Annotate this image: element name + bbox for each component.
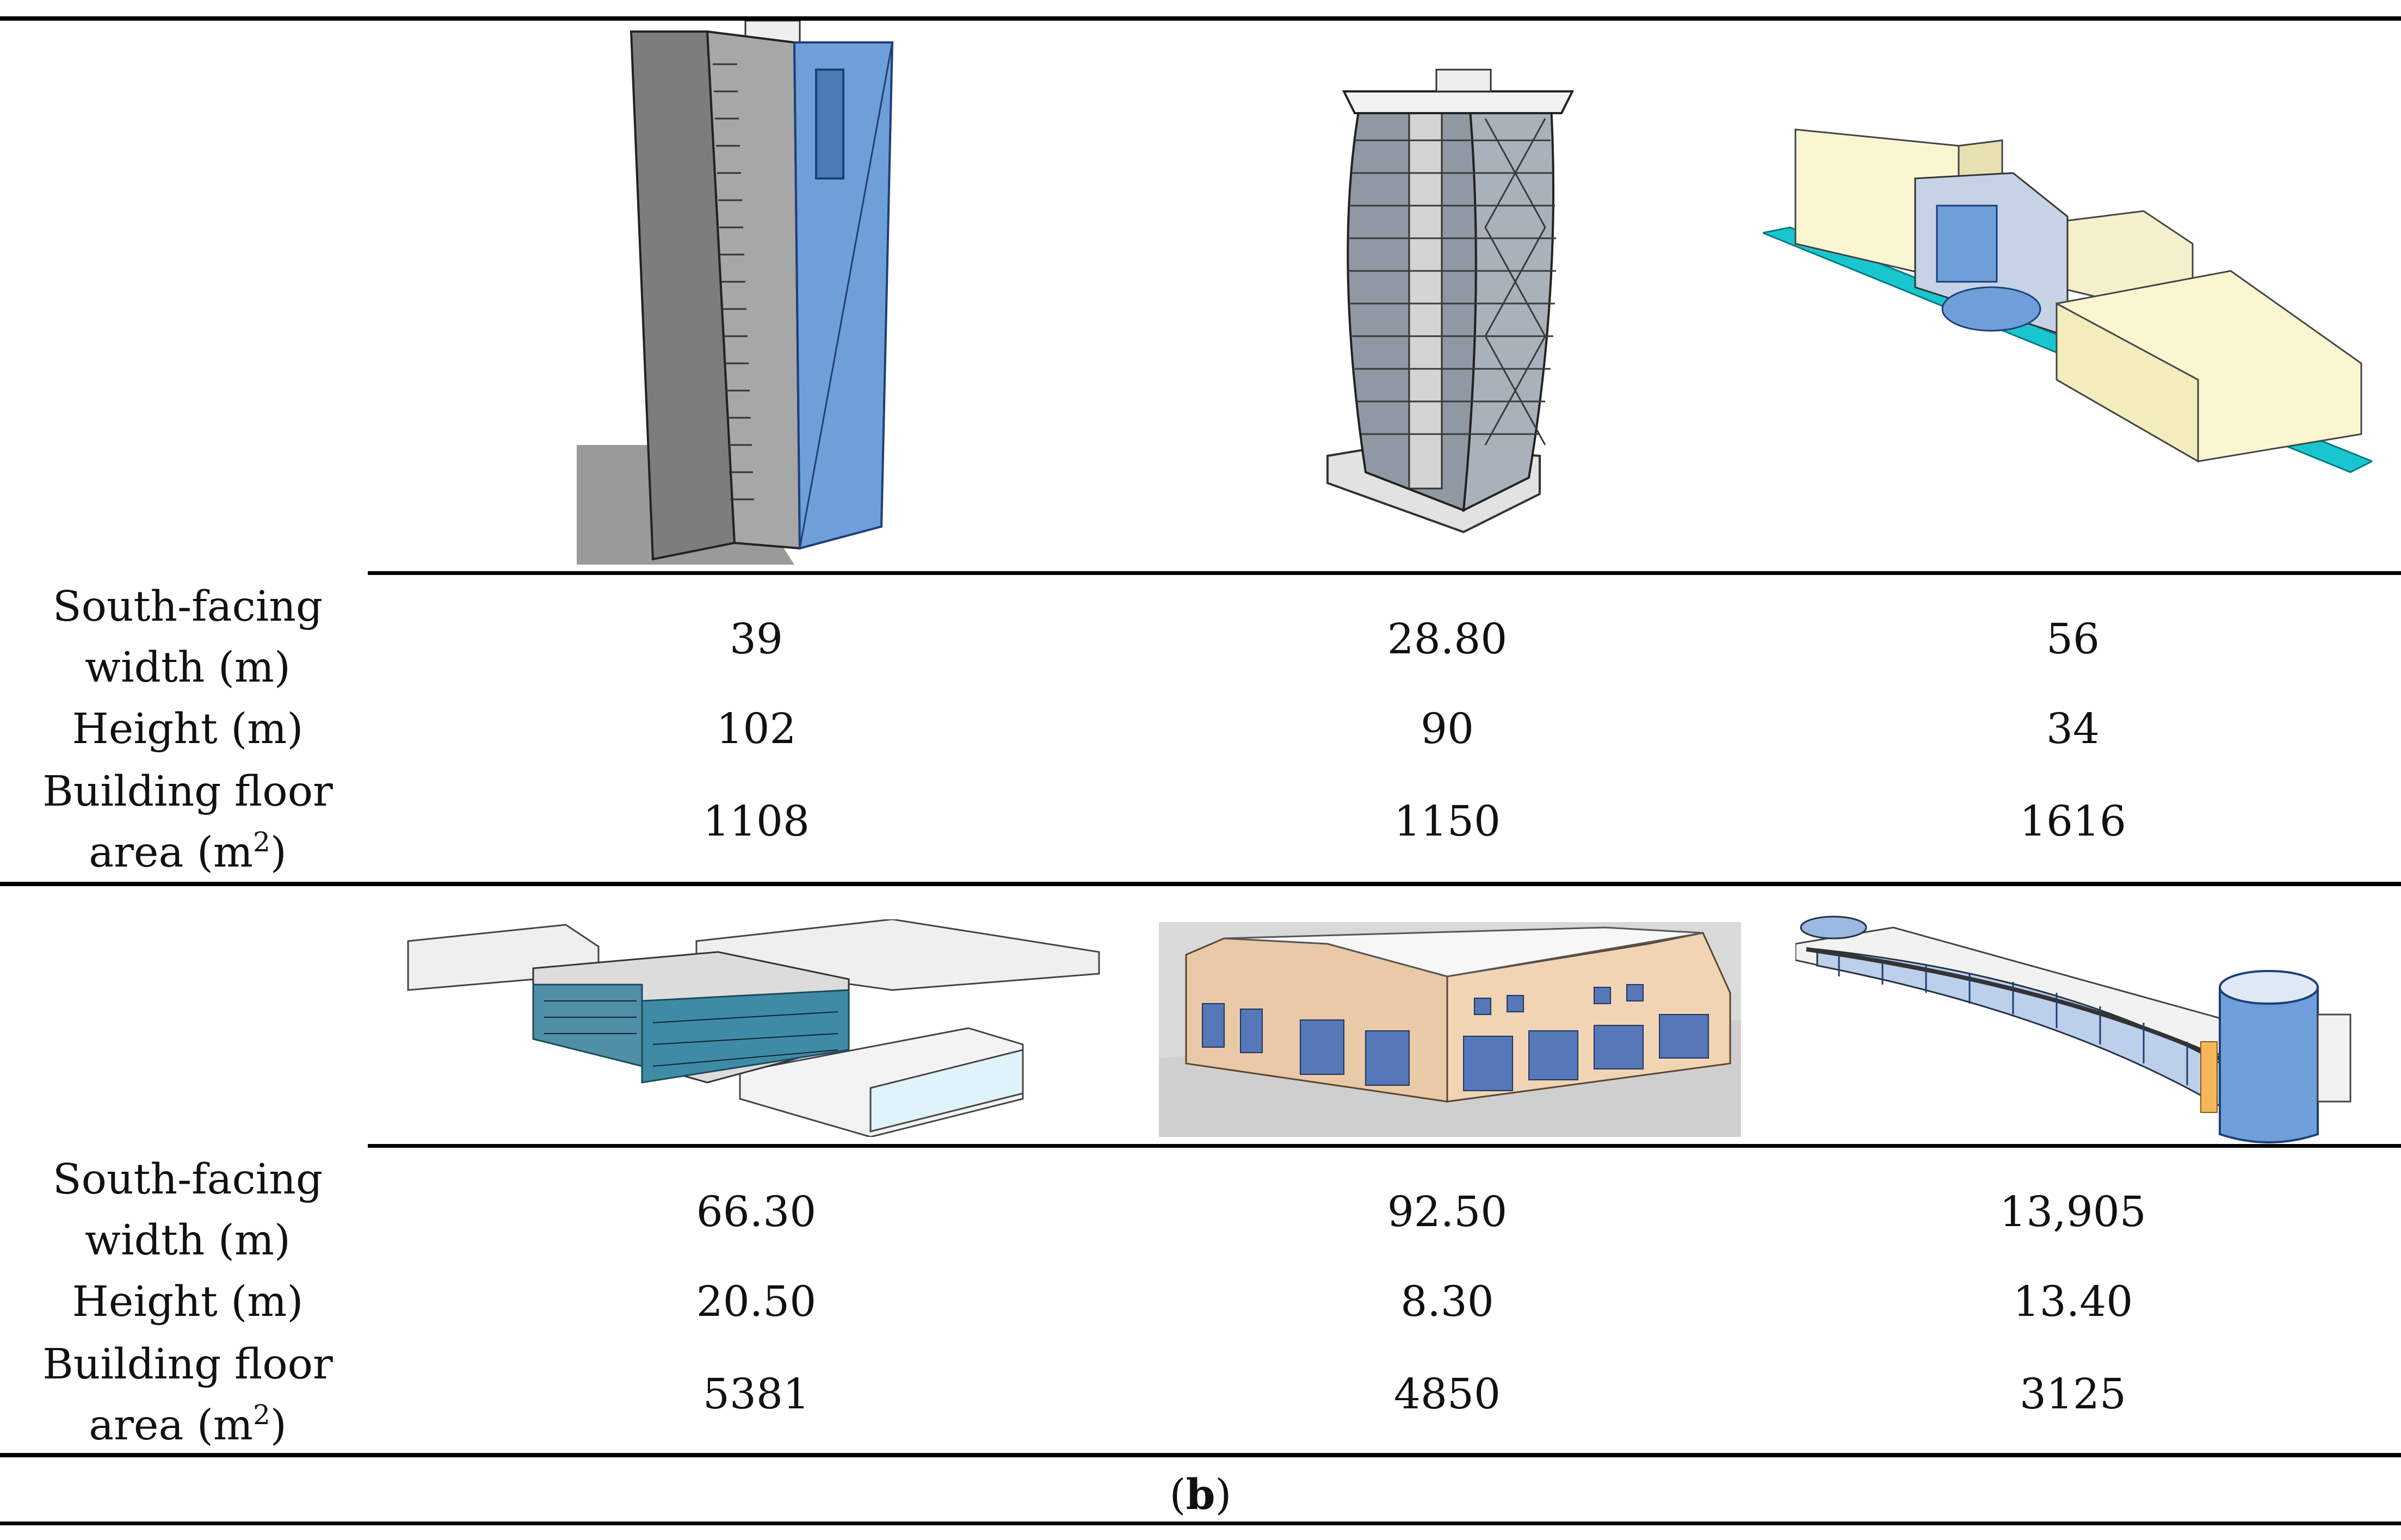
row-label-height: Height (m) xyxy=(72,1278,304,1326)
g2-b2-width: 92.50 xyxy=(1387,1188,1508,1236)
top-rule xyxy=(0,16,2401,21)
g2-b3-width: 13,905 xyxy=(1999,1188,2146,1236)
g1-b2-area: 1150 xyxy=(1394,797,1501,846)
g2-b3-area: 3125 xyxy=(2020,1370,2126,1419)
group1-header-rule xyxy=(368,571,2401,575)
g2-b3-height: 13.40 xyxy=(2013,1278,2133,1326)
g1-b3-width: 56 xyxy=(2046,615,2100,664)
row-label-height: Height (m) xyxy=(72,705,304,753)
g2-b1-width: 66.30 xyxy=(696,1188,817,1236)
g1-b2-width: 28.80 xyxy=(1387,615,1508,664)
beige-commercial-building-model xyxy=(1159,922,1741,1137)
low-rise-glass-complex-model xyxy=(407,919,1100,1137)
g1-b1-height: 102 xyxy=(716,705,797,753)
group-divider-rule xyxy=(0,882,2401,886)
bottom-rule xyxy=(0,1453,2401,1457)
group2-header-rule xyxy=(368,1144,2401,1148)
g1-b2-height: 90 xyxy=(1421,705,1474,753)
curved-mall-facade-model xyxy=(1795,916,2351,1143)
g1-b3-area: 1616 xyxy=(2020,797,2126,846)
panel-caption: (b) xyxy=(1169,1470,1232,1519)
g2-b2-area: 4850 xyxy=(1394,1370,1501,1419)
g1-b1-width: 39 xyxy=(730,615,783,664)
row-label-floor-area: Building floor area (m2) xyxy=(42,1340,333,1450)
g2-b1-area: 5381 xyxy=(703,1370,810,1419)
g2-b2-height: 8.30 xyxy=(1400,1278,1494,1326)
caption-rule xyxy=(0,1522,2401,1525)
tall-rectangular-tower-model xyxy=(577,21,894,565)
mixed-block-complex-model xyxy=(1763,128,2372,473)
g1-b3-height: 34 xyxy=(2046,705,2100,753)
g2-b1-height: 20.50 xyxy=(696,1278,817,1326)
row-label-floor-area: Building floor area (m2) xyxy=(42,768,333,877)
curved-glass-tower-model xyxy=(1326,69,1575,534)
g1-b1-area: 1108 xyxy=(703,797,810,846)
